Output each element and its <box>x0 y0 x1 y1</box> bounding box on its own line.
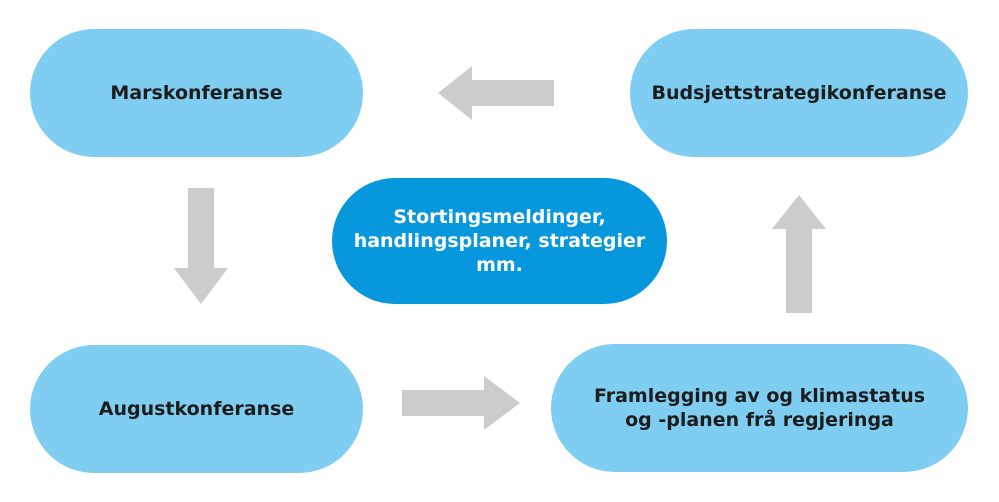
node-budsjettstrategikonferanse: Budsjettstrategikonferanse <box>630 29 968 157</box>
arrow-down-shape <box>174 188 228 304</box>
node-augustkonferanse-label: Augustkonferanse <box>98 398 295 420</box>
node-framlegging: Framlegging av og klimastatus og -planen… <box>551 344 968 472</box>
arrow-mars-to-august <box>174 188 228 304</box>
node-center-text: Stortingsmeldinger, handlingsplaner, str… <box>354 205 646 277</box>
node-center-line-2: handlingsplaner, strategier <box>353 230 646 252</box>
arrow-left-shape <box>438 66 554 120</box>
node-framlegging-line-2: og -planen frå regjeringa <box>625 409 894 431</box>
node-budsjettstrategikonferanse-label: Budsjettstrategikonferanse <box>651 82 947 104</box>
arrow-august-to-framlegging <box>402 376 520 430</box>
arrow-right-shape <box>402 376 520 430</box>
arrow-framlegging-to-budsjett <box>772 195 826 313</box>
node-marskonferanse-label: Marskonferanse <box>110 82 283 104</box>
arrow-budsjett-to-mars <box>438 66 554 120</box>
node-center-line-1: Stortingsmeldinger, <box>393 206 606 228</box>
node-marskonferanse: Marskonferanse <box>30 29 363 157</box>
node-center-line-3: mm. <box>476 254 523 276</box>
node-center: Stortingsmeldinger, handlingsplaner, str… <box>332 178 667 304</box>
node-augustkonferanse: Augustkonferanse <box>30 345 363 473</box>
arrow-up-shape <box>772 195 826 313</box>
node-framlegging-line-1: Framlegging av og klimastatus <box>593 385 926 407</box>
node-framlegging-text: Framlegging av og klimastatus og -planen… <box>594 384 925 432</box>
